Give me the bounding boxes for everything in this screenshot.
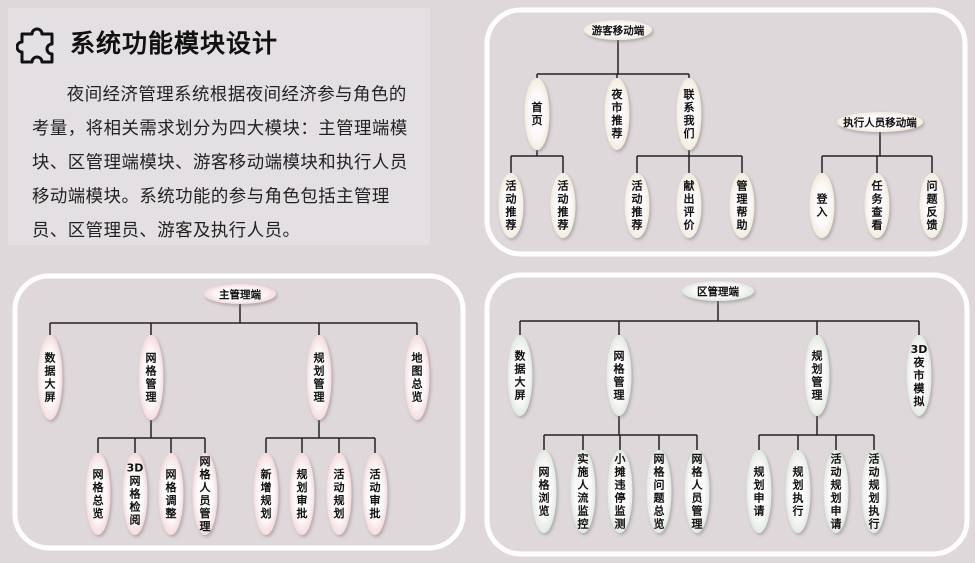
- tourist-module-1: 夜市推荐: [604, 78, 630, 150]
- tourist-panel-frame: [484, 7, 968, 257]
- district-module-1-sub-0-label: 网格浏览: [539, 466, 551, 518]
- district-module-1-sub-2-label: 小摊违停监测: [614, 452, 626, 531]
- tourist-module-0-sub-1-label: 活动推荐: [557, 179, 569, 232]
- main-module-1-sub-0: 网格总览: [85, 453, 111, 535]
- intro-paragraph: 夜间经济管理系统根据夜间经济参与角色的考量，将相关需求划分为四大模块：主管理端模…: [32, 85, 408, 241]
- main-module-1: 网格管理: [138, 335, 164, 420]
- district-module-2-sub-1: 规划执行: [785, 450, 811, 533]
- intro-panel: 系统功能模块设计 夜间经济管理系统根据夜间经济参与角色的考量，将相关需求划分为四…: [8, 8, 430, 245]
- tourist-module-2-sub-1: 献出评价: [676, 173, 702, 238]
- executor-root-label: 执行人员移动端: [843, 116, 917, 129]
- tourist-module-2-sub-2-label: 管理帮助: [737, 179, 748, 232]
- district-module-2-sub-3: 活动规划执行: [861, 450, 887, 533]
- main-module-2-sub-2-label: 活动规划: [334, 467, 345, 520]
- main-module-1-sub-2-label: 网格调整: [165, 468, 178, 520]
- main-module-2-sub-3-label: 活动审批: [370, 467, 381, 520]
- main-module-2-label: 规划管理: [314, 351, 325, 404]
- tourist-module-2-sub-0-label: 活动推荐: [631, 179, 643, 232]
- tourist-module-1-label: 夜市推荐: [611, 87, 624, 140]
- district-module-1-sub-1: 实施人流监控: [570, 450, 596, 533]
- district-module-1: 网格管理: [606, 335, 632, 416]
- tourist-module-0-sub-0: 活动推荐: [498, 173, 524, 238]
- tourist-module-2-sub-1-label: 献出评价: [684, 179, 696, 232]
- tourist-module-2-label: 联系我们: [684, 87, 695, 140]
- district-module-0-label: 数据大屏: [515, 349, 527, 402]
- district-module-1-sub-3: 网格问题总览: [646, 450, 672, 533]
- district-module-2-label: 规划管理: [812, 349, 823, 402]
- main-panel-frame: [12, 273, 466, 551]
- main-module-2: 规划管理: [306, 335, 332, 420]
- district-module-1-sub-1-label: 实施人流监控: [578, 452, 590, 531]
- tourist-module-2: 联系我们: [676, 78, 702, 150]
- tourist-module-0: 首页: [524, 78, 550, 150]
- executor-module-0-label: 登入: [816, 192, 829, 219]
- main-module-2-sub-1-label: 规划审批: [297, 467, 308, 520]
- main-module-1-sub-2: 网格调整: [158, 453, 184, 535]
- district-module-1-sub-4: 网格人员管理: [684, 450, 710, 533]
- puzzle-icon: [16, 27, 54, 64]
- title-row: 系统功能模块设计: [16, 20, 278, 64]
- tourist-module-0-label: 首页: [532, 100, 543, 127]
- district-module-1-sub-0: 网格浏览: [531, 450, 557, 533]
- district-module-2: 规划管理: [804, 335, 830, 416]
- main-module-2-sub-2: 活动规划: [326, 453, 352, 535]
- main-module-1-sub-3: 网格人员管理: [192, 453, 218, 535]
- district-root-label: 区管理端: [697, 285, 739, 298]
- executor-module-2-label: 问题反馈: [927, 179, 939, 232]
- district-module-0: 数据大屏: [507, 335, 533, 416]
- district-panel-frame: [484, 272, 970, 557]
- district-module-1-sub-2: 小摊违停监测: [607, 450, 633, 533]
- district-module-1-sub-4-label: 网格人员管理: [692, 453, 704, 531]
- district-module-1-sub-3-label: 网格问题总览: [654, 453, 666, 531]
- executor-module-1-label: 任务查看: [871, 179, 884, 232]
- district-module-2-sub-2: 活动规划申请: [823, 450, 849, 533]
- district-module-2-sub-0: 规划申请: [746, 450, 772, 533]
- main-module-3-label: 地图总览: [412, 351, 423, 404]
- district-module-2-sub-1-label: 规划执行: [792, 465, 804, 518]
- page-title: 系统功能模块设计: [70, 29, 279, 58]
- main-module-2-sub-0-label: 新增规划: [261, 467, 272, 520]
- executor-root-node: 执行人员移动端: [837, 112, 923, 132]
- tourist-module-0-sub-1: 活动推荐: [550, 173, 576, 238]
- district-module-1-label: 网格管理: [614, 350, 626, 402]
- main-module-3: 地图总览: [404, 335, 430, 420]
- main-module-1-sub-3-label: 网格人员管理: [200, 455, 212, 533]
- main-module-2-sub-1: 规划审批: [289, 453, 315, 535]
- district-module-2-sub-2-label: 活动规划申请: [831, 452, 842, 531]
- main-module-1-sub-0-label: 网格总览: [93, 468, 105, 520]
- tourist-module-0-sub-0-label: 活动推荐: [505, 179, 517, 232]
- main-module-2-sub-3: 活动审批: [362, 453, 388, 535]
- main-root-label: 主管理端: [219, 288, 261, 301]
- main-root-node: 主管理端: [204, 284, 276, 304]
- main-module-2-sub-0: 新增规划: [253, 453, 279, 535]
- district-module-2-sub-0-label: 规划申请: [754, 465, 765, 518]
- tourist-module-2-sub-0: 活动推荐: [624, 173, 650, 238]
- main-module-0: 数据大屏: [37, 335, 63, 420]
- tourist-module-2-sub-2: 管理帮助: [729, 173, 755, 238]
- tourist-root-node: 游客移动端: [584, 20, 652, 40]
- executor-module-2: 问题反馈: [919, 173, 945, 238]
- executor-module-1: 任务查看: [864, 173, 890, 238]
- district-root-node: 区管理端: [682, 281, 754, 301]
- main-module-1-label: 网格管理: [146, 352, 158, 404]
- tourist-root-label: 游客移动端: [592, 24, 645, 37]
- district-module-2-sub-3-label: 活动规划执行: [868, 452, 880, 531]
- executor-module-0: 登入: [809, 173, 835, 238]
- main-module-0-label: 数据大屏: [45, 351, 57, 404]
